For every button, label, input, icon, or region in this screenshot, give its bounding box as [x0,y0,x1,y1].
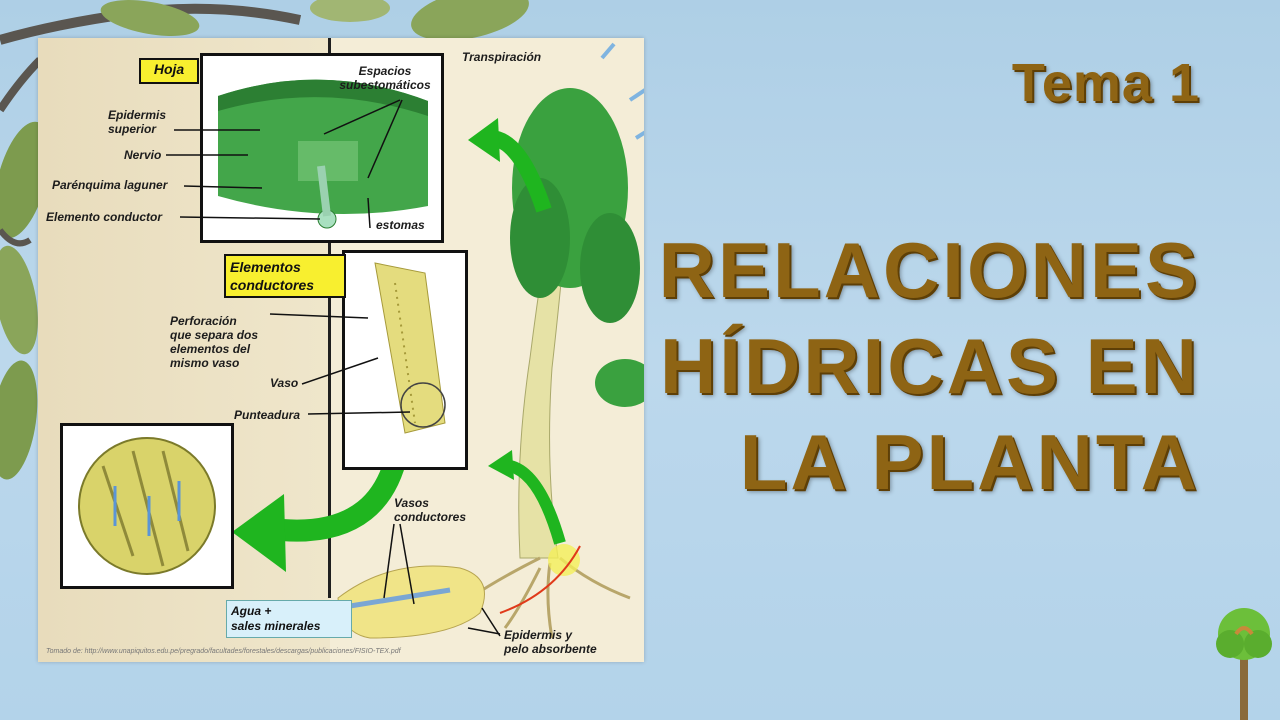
conducting-element-box [342,250,468,470]
root-hair-label: Epidermis y pelo absorbente [504,628,597,656]
title-line-3: LA PLANTA [739,418,1200,506]
water-tag-line-2: sales minerales [231,619,321,633]
perforation-label: Perforación que separa dos elementos del… [170,314,258,370]
conducting-vessels-line-1: Vasos [394,496,429,510]
title-line-1: RELACIONES [658,226,1200,314]
magnified-vessel-illustration [78,437,216,575]
water-tag-line-1: Agua + [231,604,272,618]
upper-epidermis-line-1: Epidermis [108,108,167,122]
water-minerals-tag: Agua + sales minerales [226,600,352,638]
conducting-element-label: Elemento conductor [46,210,163,224]
topic-label: Tema 1 [1011,53,1200,113]
root-hair-line-1: Epidermis y [504,628,573,642]
transpiration-label: Transpiración [462,50,542,64]
spongy-parenchyma-label: Parénquima laguner [52,178,168,192]
perforation-line-3: elementos del [170,342,251,356]
title-line-2: HÍDRICAS EN [659,322,1200,410]
slide-title: RELACIONES HÍDRICAS EN LA PLANTA [640,222,1200,510]
pit-label: Punteadura [234,408,301,422]
upper-epidermis-line-2: superior [108,122,157,136]
stomata-label: estomas [376,218,425,232]
tree-illustration [337,42,644,639]
vessel-illustration [374,262,446,434]
vessel-label: Vaso [270,376,299,390]
substomatal-line-1: Espacios [358,64,412,78]
magnified-vessel-box [60,423,234,589]
conducting-elements-tag: Elementos conductores [224,254,346,298]
source-citation: Tomado de: http://www.unapiquitos.edu.pe… [46,648,401,655]
conducting-vessels-line-2: conductores [394,510,467,524]
upper-epidermis-label: Epidermis superior [108,108,166,136]
perforation-line-1: Perforación [170,314,237,328]
substomatal-line-2: subestomáticos [339,78,431,92]
conducting-tag-line-2: conductores [230,277,315,293]
plant-water-figure: Hoja Elementos conductores Agua + sales … [38,38,644,662]
leaf-tag: Hoja [139,58,199,84]
perforation-line-2: que separa dos [170,328,259,342]
substomatal-spaces-label: Espacios subestomáticos [330,64,440,92]
conducting-tag-line-1: Elementos [230,259,301,275]
tree-icon [1216,608,1272,720]
perforation-line-4: mismo vaso [170,356,240,370]
leaf-tag-label: Hoja [153,61,185,77]
conducting-vessels-label: Vasos conductores [394,496,466,524]
vein-label: Nervio [124,148,162,162]
root-hair-line-2: pelo absorbente [504,642,597,656]
